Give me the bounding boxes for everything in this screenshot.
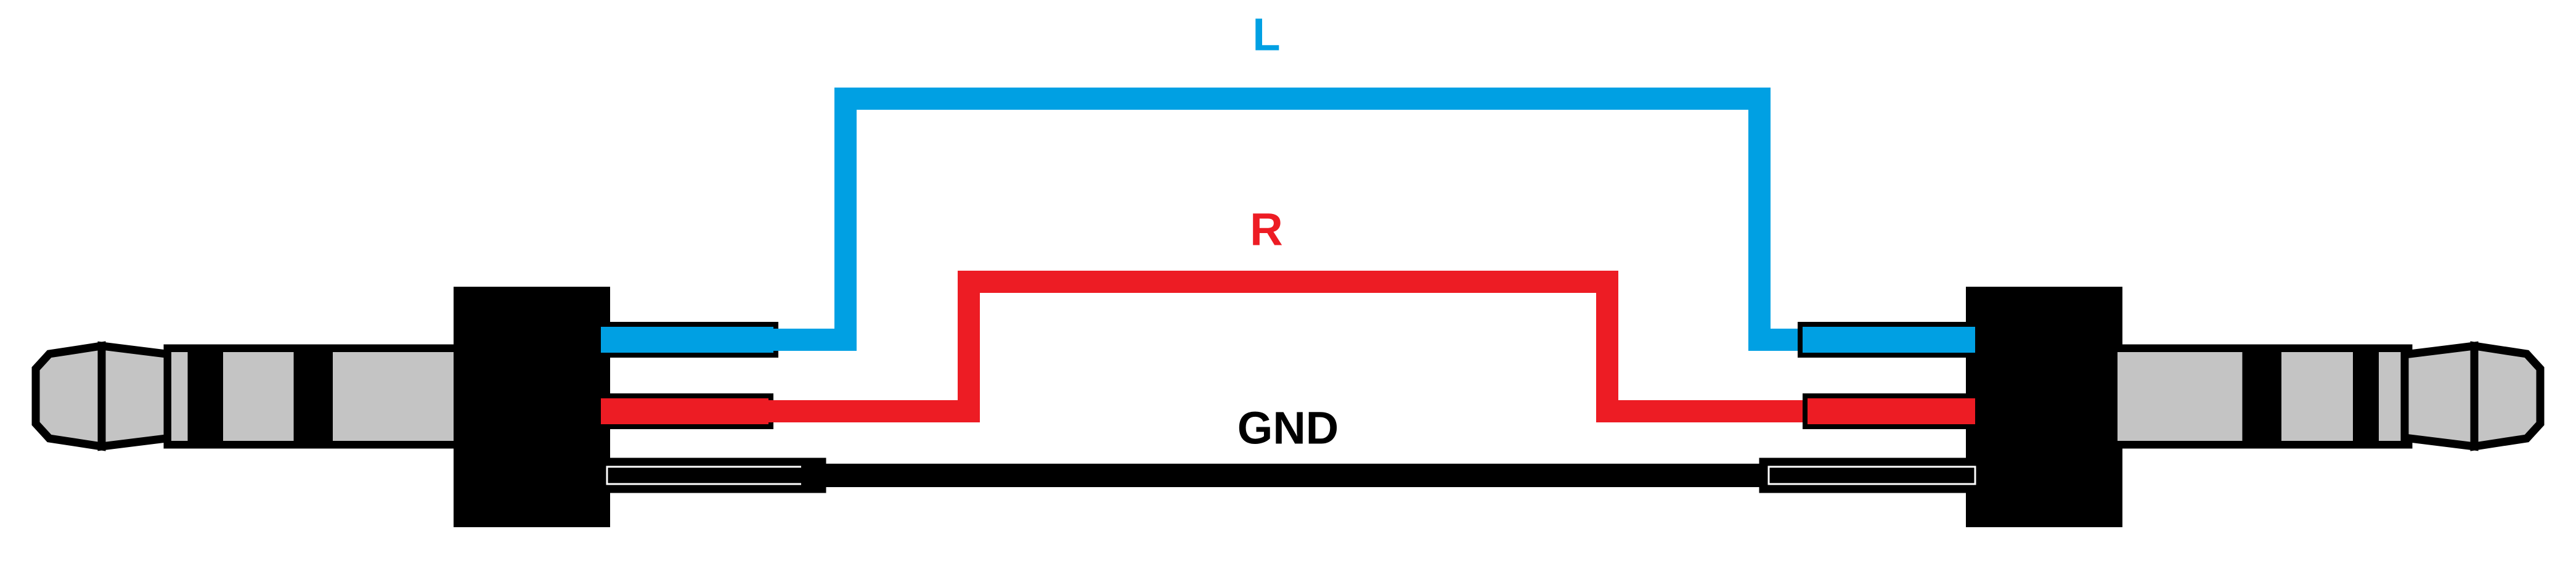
left-channel-stub-left — [601, 327, 773, 353]
right-plug-insulator-ring-1 — [2353, 352, 2379, 441]
left-plug-tip — [31, 341, 106, 451]
left-plug-sleeve-segment — [333, 352, 459, 441]
left-plug-gray-band-1 — [171, 352, 189, 441]
right-channel-stub-right — [1808, 398, 1975, 424]
left-channel-conductor — [601, 88, 1975, 358]
ground-stub-right-inner — [1767, 466, 1976, 485]
ground-label: GND — [1237, 403, 1339, 454]
left-plug-insulator-ring-2 — [293, 351, 334, 442]
ground-wire-run — [801, 464, 1778, 487]
right-channel-label: R — [1250, 204, 1282, 255]
right-connector-body — [1966, 287, 2122, 527]
left-trs-plug — [31, 287, 610, 527]
left-plug-insulator-ring-1b — [197, 352, 223, 441]
right-plug-insulator-ring-2 — [2242, 351, 2283, 442]
right-plug-tip-taper — [2400, 341, 2479, 451]
right-trs-plug — [1966, 287, 2545, 527]
left-connector-body — [454, 287, 610, 527]
ground-conductor — [597, 458, 1982, 493]
right-channel-conductor — [601, 271, 1975, 429]
right-plug-ring-gap — [2281, 352, 2353, 441]
right-channel-stub-left — [601, 398, 768, 424]
left-channel-label: L — [1252, 9, 1280, 60]
right-plug-tip — [2470, 341, 2545, 451]
left-channel-stub-right — [1803, 327, 1975, 353]
ground-stub-left-inner — [606, 466, 821, 485]
right-channel-wire-path — [758, 271, 1818, 422]
right-plug-sleeve-segment — [2117, 352, 2243, 441]
left-plug-tip-taper — [97, 341, 176, 451]
left-channel-wire-path — [758, 88, 1818, 351]
left-plug-ring-gap — [223, 352, 295, 441]
